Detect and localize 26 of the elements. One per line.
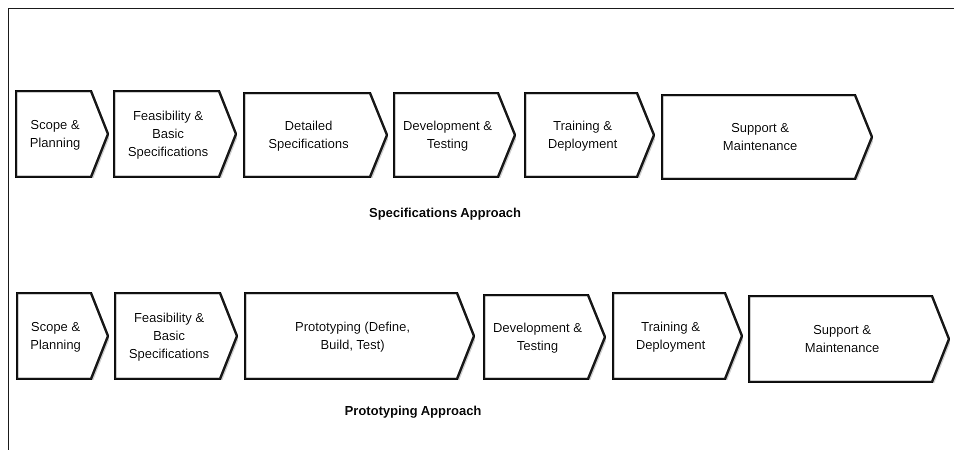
phase-pentagon <box>612 292 743 380</box>
phase-pentagon <box>483 294 606 380</box>
phase-pentagon <box>661 94 873 180</box>
step-label: Development & Testing <box>402 117 493 153</box>
approach-caption: Specifications Approach <box>369 204 521 222</box>
step-label: Scope & Planning <box>29 318 82 354</box>
phase-pentagon <box>113 90 237 178</box>
step-label: Prototyping (Define, Build, Test) <box>294 318 411 354</box>
step-label: Feasibility & Basic Specifications <box>126 107 210 161</box>
step-label: Detailed Specifications <box>267 117 350 153</box>
phase-pentagon <box>524 92 655 178</box>
phase-pentagon <box>243 92 388 178</box>
step-label: Feasibility & Basic Specifications <box>128 309 210 363</box>
step-label: Training & Deployment <box>634 318 706 354</box>
phase-pentagon <box>244 292 475 380</box>
step-label: Training & Deployment <box>546 117 618 153</box>
step-label: Support & Maintenance <box>804 321 880 357</box>
step-label: Development & Testing <box>492 319 583 355</box>
phase-pentagon <box>393 92 516 178</box>
phase-pentagon <box>748 295 950 383</box>
phase-pentagon <box>15 90 109 178</box>
phase-pentagon <box>114 292 238 380</box>
approach-caption: Prototyping Approach <box>344 402 482 420</box>
step-label: Scope & Planning <box>28 116 82 152</box>
step-label: Support & Maintenance <box>722 119 798 155</box>
phase-pentagon <box>16 292 109 380</box>
